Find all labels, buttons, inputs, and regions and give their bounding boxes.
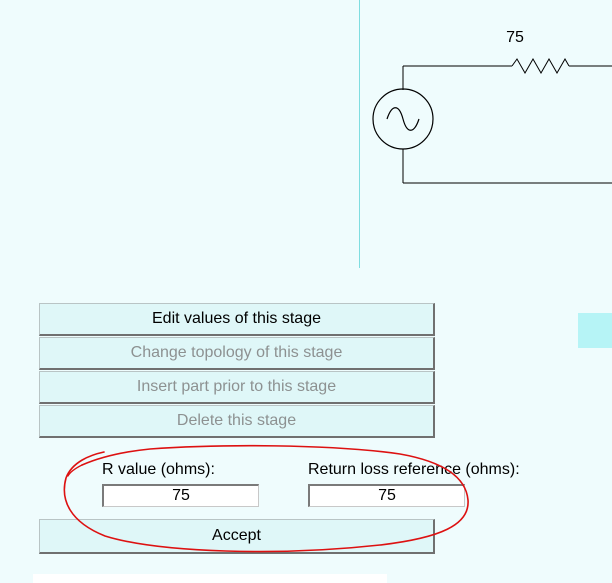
stage-menu: Edit values of this stage Change topolog… — [39, 303, 435, 439]
sine-wave-icon — [386, 107, 420, 131]
circuit-diagram: 75 — [372, 29, 612, 184]
schematic-divider — [359, 0, 360, 268]
return-loss-label: Return loss reference (ohms): — [308, 461, 520, 478]
accept-button[interactable]: Accept — [39, 519, 435, 554]
resistor-value-label: 75 — [506, 29, 524, 46]
edit-values-button[interactable]: Edit values of this stage — [39, 303, 435, 336]
resistor-icon[interactable] — [511, 57, 570, 75]
r-value-label: R value (ohms): — [102, 461, 215, 478]
insert-part-button[interactable]: Insert part prior to this stage — [39, 371, 435, 404]
side-tab[interactable] — [578, 313, 612, 348]
delete-stage-button[interactable]: Delete this stage — [39, 405, 435, 438]
footer-strip — [33, 574, 387, 583]
change-topology-button[interactable]: Change topology of this stage — [39, 337, 435, 370]
r-value-input[interactable] — [102, 484, 259, 507]
schematic-view: 75 — [0, 0, 612, 275]
return-loss-input[interactable] — [308, 484, 465, 507]
